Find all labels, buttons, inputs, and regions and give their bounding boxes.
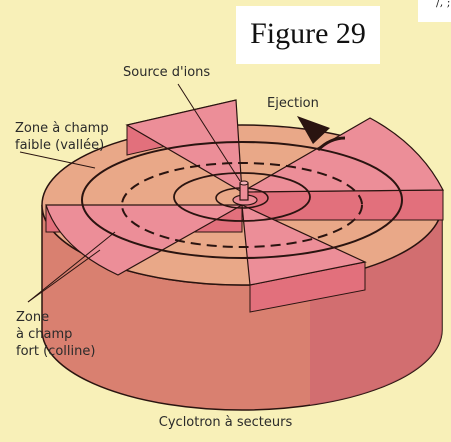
figure-label: Figure 29 (236, 17, 380, 51)
ion-source-top (240, 181, 248, 185)
ion-source-post (240, 183, 248, 200)
label-strong-zone-line3: fort (colline) (16, 343, 95, 360)
label-strong-zone-line1: Zone (16, 309, 49, 326)
label-ejection: Ejection (267, 95, 319, 112)
hill-sector-right-side (242, 190, 443, 220)
label-strong-zone-line2: à champ (16, 326, 72, 343)
figure-label-box: Figure 29 (236, 6, 380, 64)
label-weak-zone-line2: faible (vallée) (15, 137, 104, 154)
figure-caption: Cyclotron à secteurs (0, 415, 451, 430)
label-weak-zone-line1: Zone à champ (15, 120, 109, 137)
label-ion-source: Source d'ions (123, 64, 210, 81)
